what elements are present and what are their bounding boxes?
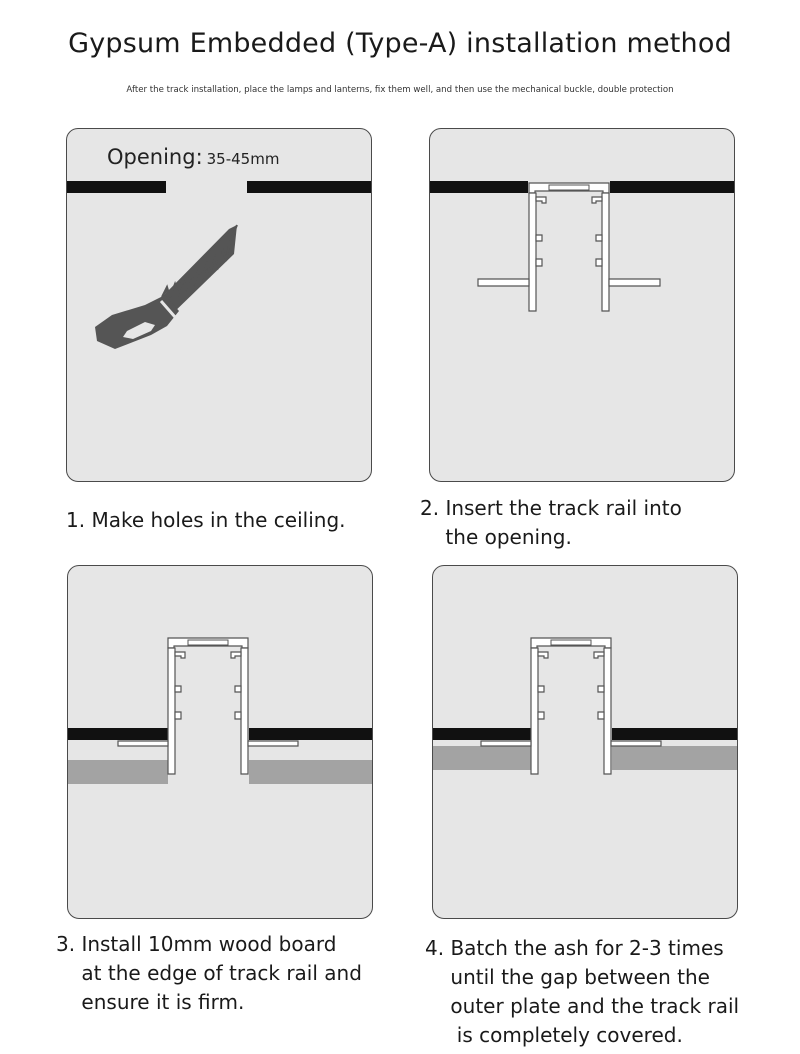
ceiling-board-left bbox=[433, 728, 531, 740]
step2-drawing bbox=[430, 181, 734, 312]
step2-panel bbox=[429, 128, 735, 482]
wood-board-right bbox=[612, 746, 737, 770]
step4-drawing bbox=[433, 637, 737, 775]
ceiling-board-right bbox=[610, 181, 734, 193]
step3-caption: 3. Install 10mm wood board at the edge o… bbox=[56, 932, 362, 1014]
ceiling-board-right bbox=[612, 728, 737, 740]
step4-panel bbox=[432, 565, 738, 919]
step3-drawing bbox=[68, 637, 372, 784]
wood-board-left bbox=[433, 746, 531, 770]
ceiling-board-right bbox=[247, 181, 371, 193]
wood-board-left bbox=[68, 760, 168, 784]
step1-panel: Opening:35-45mm bbox=[66, 128, 372, 482]
page-title: Gypsum Embedded (Type-A) installation me… bbox=[68, 28, 732, 59]
track-rail bbox=[477, 182, 661, 312]
page-subtitle: After the track installation, place the … bbox=[126, 85, 674, 95]
ceiling-board-right bbox=[249, 728, 372, 740]
ceiling-board-left bbox=[67, 181, 166, 193]
step1-caption: 1. Make holes in the ceiling. bbox=[66, 508, 346, 532]
step1-drawing bbox=[67, 181, 371, 349]
step2-caption: 2. Insert the track rail into the openin… bbox=[420, 496, 682, 549]
wood-board-right bbox=[249, 760, 372, 784]
opening-label-text: Opening: bbox=[107, 145, 203, 169]
saw-icon bbox=[95, 224, 238, 349]
step4-caption: 4. Batch the ash for 2-3 times until the… bbox=[425, 936, 740, 1047]
ceiling-board-left bbox=[68, 728, 168, 740]
ceiling-board-left bbox=[430, 181, 528, 193]
step3-panel bbox=[67, 565, 373, 919]
opening-label: Opening:35-45mm bbox=[107, 145, 279, 169]
opening-value: 35-45mm bbox=[206, 150, 280, 168]
track-rail bbox=[117, 637, 299, 775]
